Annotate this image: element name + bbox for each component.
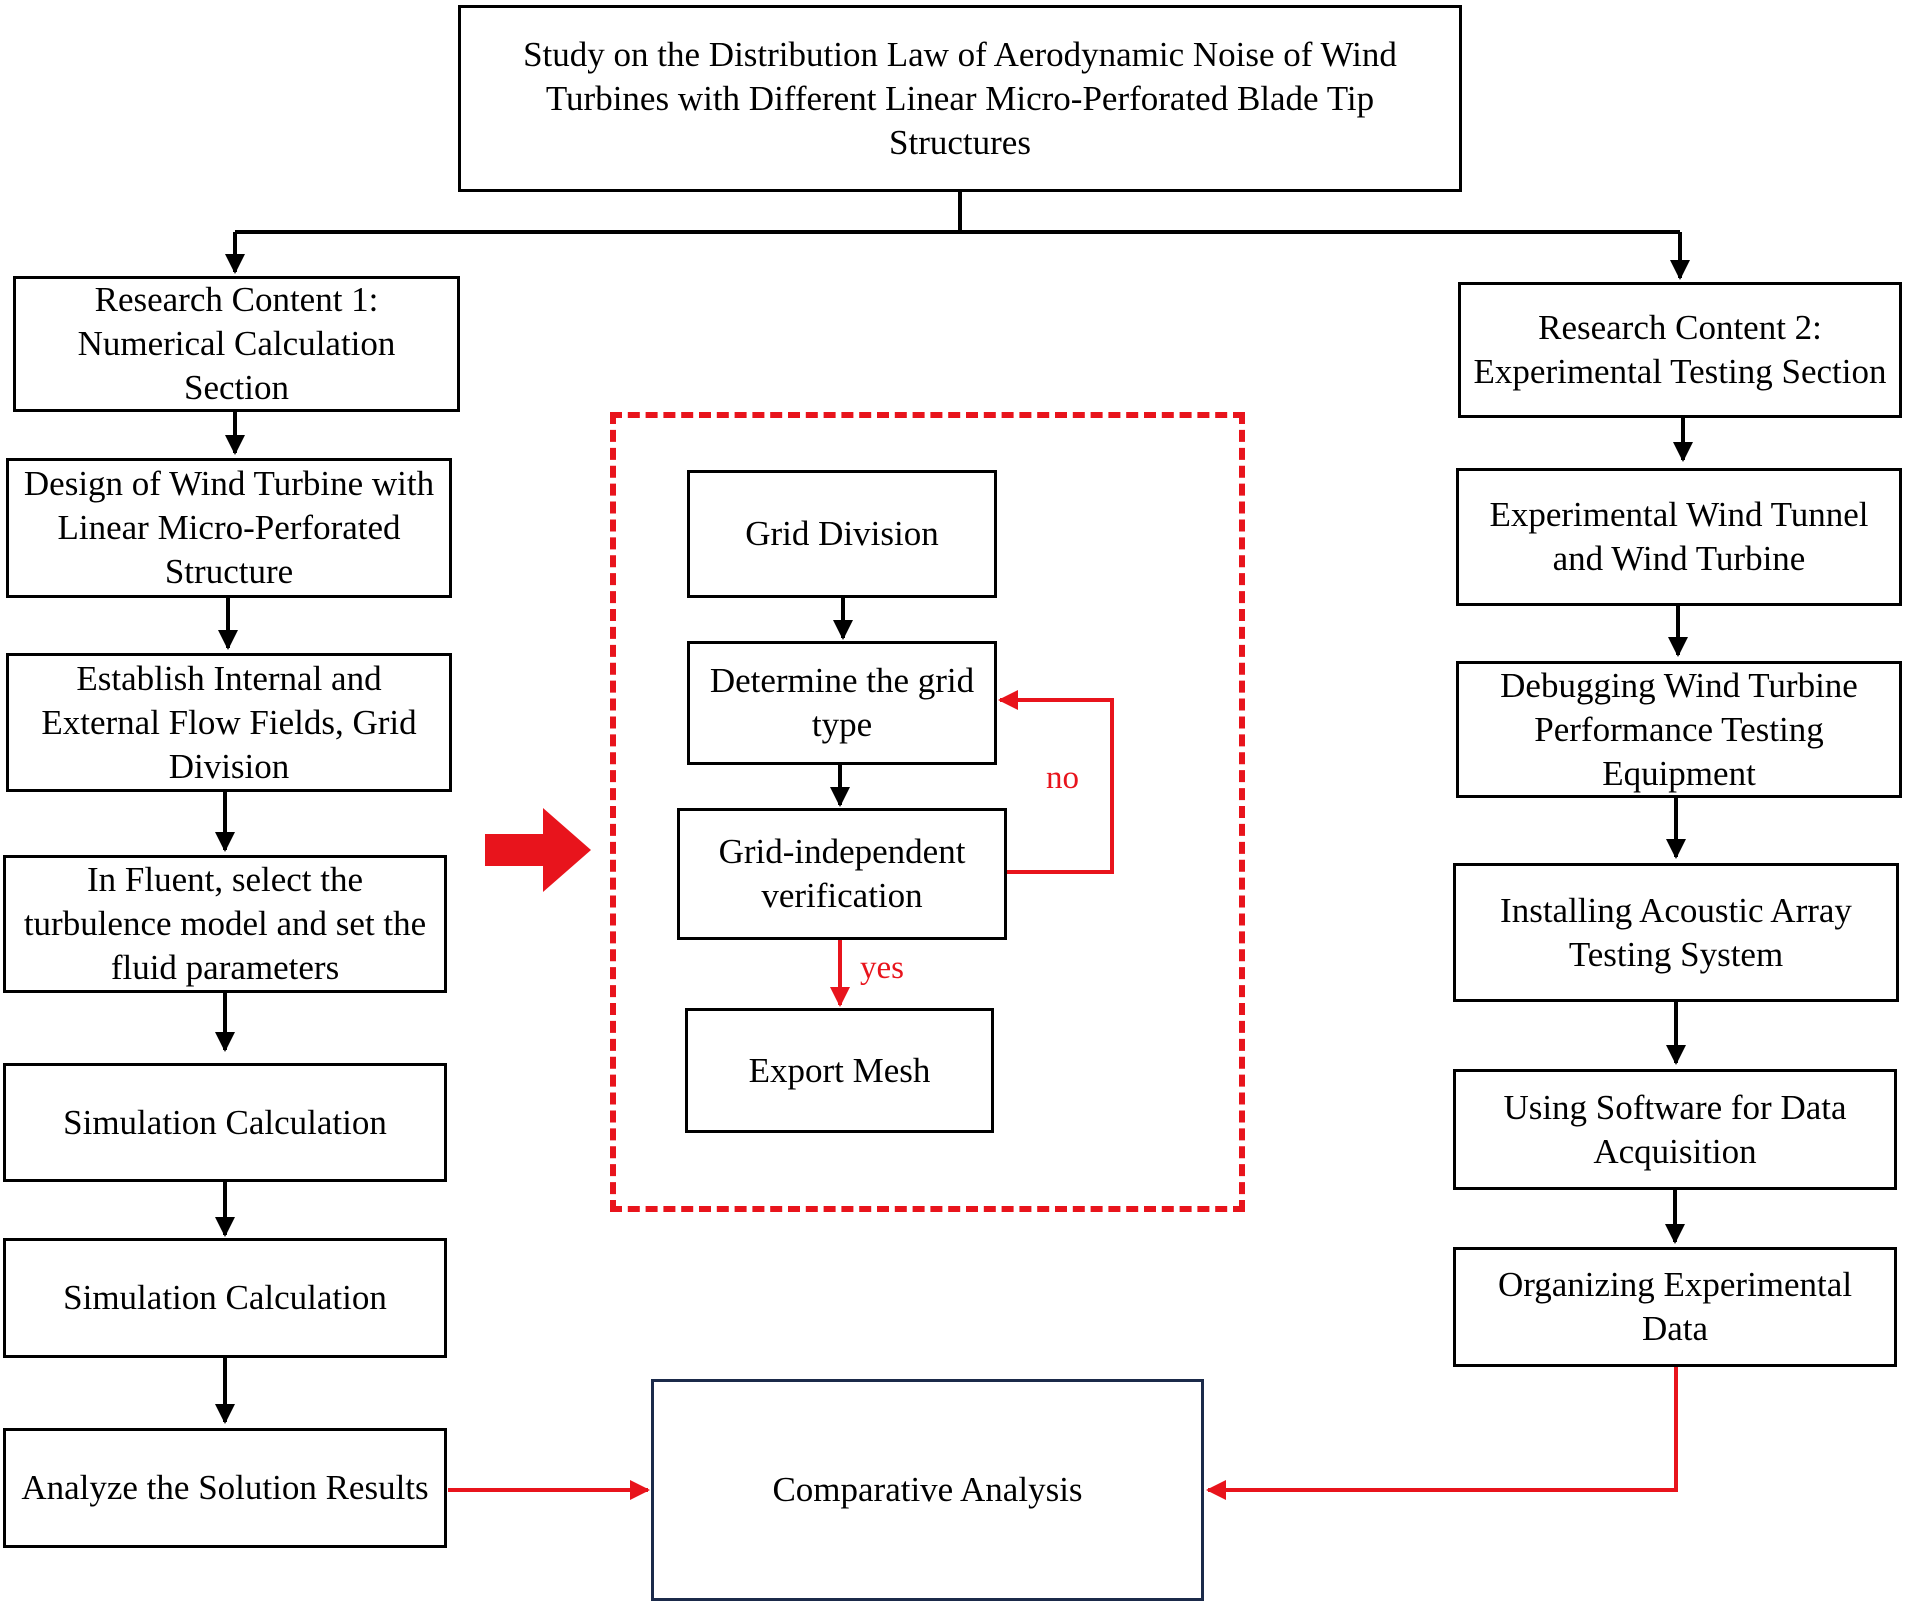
simulation-calculation-box-1: Simulation Calculation [3,1063,447,1182]
analyze-results-box: Analyze the Solution Results [3,1428,447,1548]
fluent-setup-text: In Fluent, select the turbulence model a… [23,860,427,987]
grid-independent-box: Grid-independent verification [677,808,1007,940]
debugging-equipment-box: Debugging Wind Turbine Performance Testi… [1456,661,1902,798]
grid-division-box: Grid Division [687,470,997,598]
simulation-calculation-text-1: Simulation Calculation [63,1102,387,1142]
research-content-1-box: Research Content 1: Numerical Calculatio… [13,276,460,412]
yes-label: yes [860,950,904,986]
comparative-analysis-text: Comparative Analysis [772,1470,1083,1509]
title-text: Study on the Distribution Law of Aerodyn… [523,34,1397,162]
flow-fields-text: Establish Internal and External Flow Fie… [41,658,417,786]
big-red-arrow-icon [485,808,591,892]
fluent-setup-box: In Fluent, select the turbulence model a… [3,855,447,993]
research-content-2-text: Research Content 2: Experimental Testing… [1473,308,1887,391]
title-connector [235,192,1680,234]
research-content-2-box: Research Content 2: Experimental Testing… [1458,282,1902,418]
wind-tunnel-text: Experimental Wind Tunnel and Wind Turbin… [1489,495,1869,578]
flow-fields-box: Establish Internal and External Flow Fie… [6,653,452,792]
acoustic-array-box: Installing Acoustic Array Testing System [1453,863,1899,1002]
export-mesh-text: Export Mesh [748,1050,931,1090]
design-wind-turbine-text: Design of Wind Turbine with Linear Micro… [23,464,435,591]
grid-division-text: Grid Division [745,514,939,553]
wind-tunnel-box: Experimental Wind Tunnel and Wind Turbin… [1456,468,1902,606]
simulation-calculation-text-2: Simulation Calculation [63,1278,387,1317]
grid-independent-text: Grid-independent verification [718,832,966,915]
comparative-analysis-box: Comparative Analysis [651,1379,1204,1601]
data-acquisition-text: Using Software for Data Acquisition [1503,1087,1847,1171]
no-label: no [1046,760,1079,796]
data-acquisition-box: Using Software for Data Acquisition [1453,1069,1897,1190]
organizing-data-text: Organizing Experimental Data [1497,1265,1853,1348]
debugging-equipment-text: Debugging Wind Turbine Performance Testi… [1500,665,1858,793]
determine-grid-type-text: Determine the grid type [709,661,975,744]
loop-no-arrow [998,690,1114,874]
acoustic-array-text: Installing Acoustic Array Testing System [1500,890,1852,974]
determine-grid-type-box: Determine the grid type [687,641,997,765]
export-mesh-box: Export Mesh [685,1008,994,1133]
design-wind-turbine-box: Design of Wind Turbine with Linear Micro… [6,458,452,598]
organizing-data-box: Organizing Experimental Data [1453,1247,1897,1367]
title-box: Study on the Distribution Law of Aerodyn… [458,5,1462,192]
simulation-calculation-box-2: Simulation Calculation [3,1238,447,1358]
grid-detail-dashed-frame [610,412,1245,1212]
arrow-to-comparative-right [1206,1367,1678,1500]
research-content-1-text: Research Content 1: Numerical Calculatio… [77,280,396,407]
analyze-results-text: Analyze the Solution Results [21,1468,429,1507]
